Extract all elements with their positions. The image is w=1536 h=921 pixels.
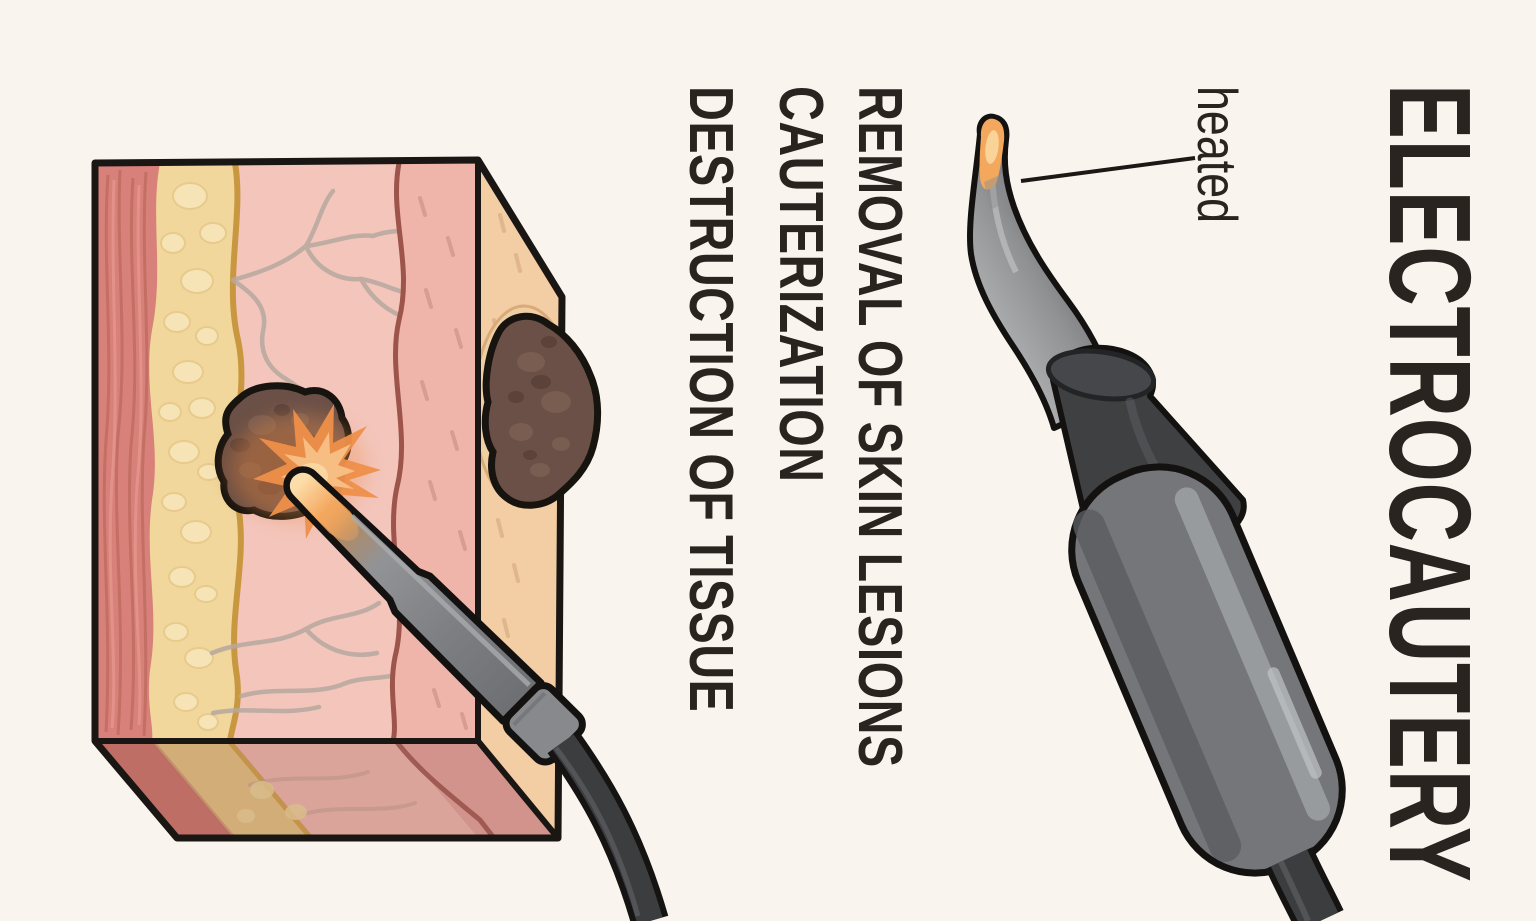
tip-fade bbox=[984, 174, 1008, 210]
muscle-striations-dark bbox=[102, 169, 149, 737]
skin-bottom-face bbox=[95, 739, 558, 840]
handle-specular bbox=[1267, 667, 1322, 779]
page-title: ELECTROCAUTERY bbox=[1365, 84, 1495, 883]
bottom-muscle-band bbox=[95, 741, 234, 838]
fat-cells bbox=[158, 182, 227, 731]
bullet-destruction-of-tissue: DESTRUCTION OF TISSUE bbox=[676, 86, 745, 713]
bullet-cauterization: CAUTERIZATION bbox=[766, 86, 835, 483]
tip-hot-core bbox=[985, 130, 999, 164]
muscle-striations-light bbox=[108, 179, 143, 729]
heated-tip-label: heated bbox=[1186, 86, 1249, 224]
handle-highlight bbox=[1174, 487, 1330, 821]
deep-dermis-boundary bbox=[389, 162, 407, 742]
small-pen-cable bbox=[547, 730, 669, 921]
bottom-fat-band bbox=[152, 741, 311, 838]
handle-shadow-edge bbox=[1073, 509, 1242, 862]
cautery-tip-in-skin bbox=[283, 466, 669, 921]
mole-texture bbox=[508, 336, 571, 477]
pen-handle bbox=[1068, 463, 1346, 877]
small-pen-heated-tip bbox=[289, 472, 359, 541]
bullet-removal-of-skin-lesions: REMOVAL OF SKIN LESIONS bbox=[845, 86, 914, 768]
heated-leader-line bbox=[1020, 156, 1196, 183]
small-pen-highlight bbox=[350, 514, 531, 687]
electrocautery-pen bbox=[967, 113, 1346, 921]
bottom-deep-band bbox=[396, 741, 558, 838]
ferrule-rim bbox=[1045, 348, 1157, 402]
mole-body bbox=[481, 312, 602, 509]
pen-power-cable bbox=[1265, 846, 1344, 921]
heated-tip bbox=[979, 118, 1008, 210]
surface-mole bbox=[481, 312, 602, 509]
